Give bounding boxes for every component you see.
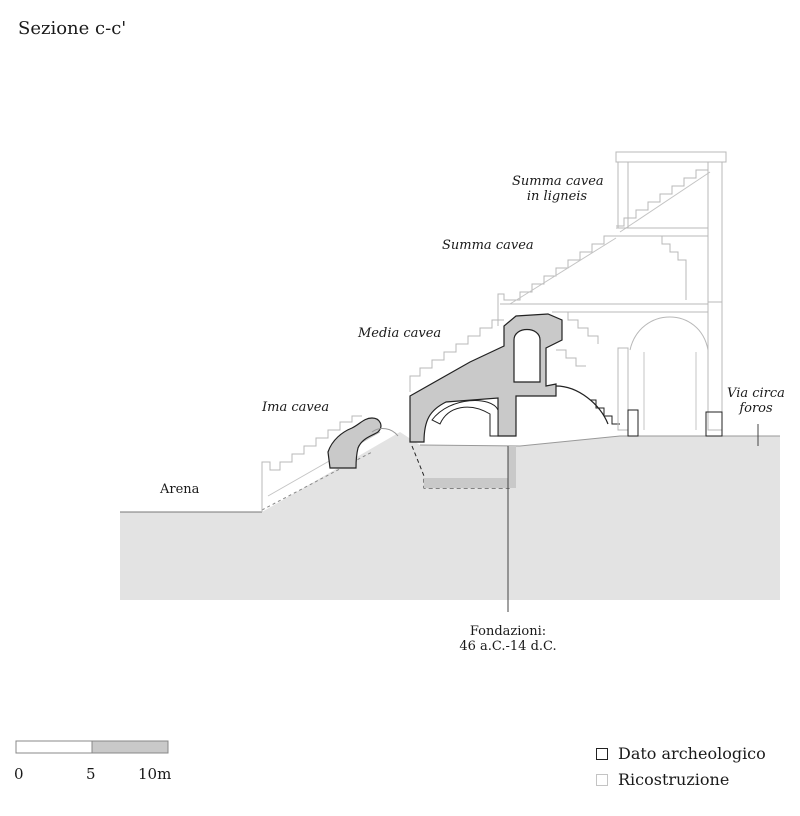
scale-label-0: 0 — [14, 765, 24, 783]
label-arena: Arena — [160, 482, 200, 497]
legend-archaeological-label: Dato archeologico — [618, 744, 766, 763]
inner-arch — [431, 400, 499, 437]
arch-right — [555, 385, 609, 425]
stair-lower — [556, 349, 586, 367]
foundation-fill — [424, 446, 516, 488]
label-via-circa-line2: foros — [739, 401, 773, 416]
label-summa-cavea-ligneis-line2: in ligneis — [526, 189, 588, 204]
legend-archaeological: Dato archeologico — [596, 744, 766, 763]
scale-label-10: 10m — [138, 765, 172, 783]
base-block-right — [705, 411, 723, 437]
stair-upper — [656, 235, 687, 300]
ligneis-steps — [616, 169, 708, 227]
floor-lower — [552, 303, 708, 313]
inner-niche — [513, 328, 541, 383]
facade-grand-arch — [629, 316, 709, 351]
label-ima-cavea: Ima cavea — [262, 400, 330, 415]
label-via-circa-line1: Via circa — [727, 386, 785, 401]
ima-cavea-steps — [261, 415, 362, 512]
ligneis-diagonal — [619, 171, 711, 233]
legend-swatch-light — [596, 773, 608, 786]
scale-label-5: 5 — [86, 765, 96, 783]
summa-cavea-diagonal — [509, 237, 617, 305]
base-block-left — [627, 409, 639, 437]
legend-reconstruction: Ricostruzione — [596, 770, 729, 789]
arch-right-steps — [590, 399, 620, 425]
legend-reconstruction-label: Ricostruzione — [618, 770, 730, 789]
label-fondazioni-line2: 46 a.C.-14 d.C. — [459, 639, 557, 654]
stair-middle — [558, 311, 599, 344]
label-summa-cavea-ligneis: Summa cavea in ligneis — [512, 174, 604, 204]
floor-upper — [616, 227, 708, 237]
facade-pier-upper — [707, 161, 723, 303]
legend-swatch-dark — [596, 747, 608, 760]
label-fondazioni: Fondazioni: 46 a.C.-14 d.C. — [448, 624, 568, 654]
section-title: Sezione c-c' — [18, 18, 127, 39]
ground-profile — [419, 435, 780, 447]
facade-top — [615, 151, 727, 163]
ground-mass — [120, 432, 780, 600]
scale-bar-white — [15, 740, 93, 754]
small-arch — [371, 428, 399, 437]
label-fondazioni-line1: Fondazioni: — [469, 624, 547, 639]
label-summa-cavea: Summa cavea — [442, 238, 534, 253]
scale-bar-grey — [91, 740, 169, 754]
media-cavea-steps — [409, 319, 504, 392]
label-media-cavea: Media cavea — [358, 326, 442, 341]
ima-cavea-fragment — [327, 417, 382, 469]
facade-arch-inner — [643, 352, 697, 430]
inner-column-lower — [617, 347, 629, 431]
label-via-circa-foros: Via circa foros — [726, 386, 786, 416]
label-summa-cavea-ligneis-line1: Summa cavea — [512, 174, 604, 189]
summa-cavea-steps — [497, 235, 616, 326]
facade-pier-lower — [707, 301, 723, 431]
